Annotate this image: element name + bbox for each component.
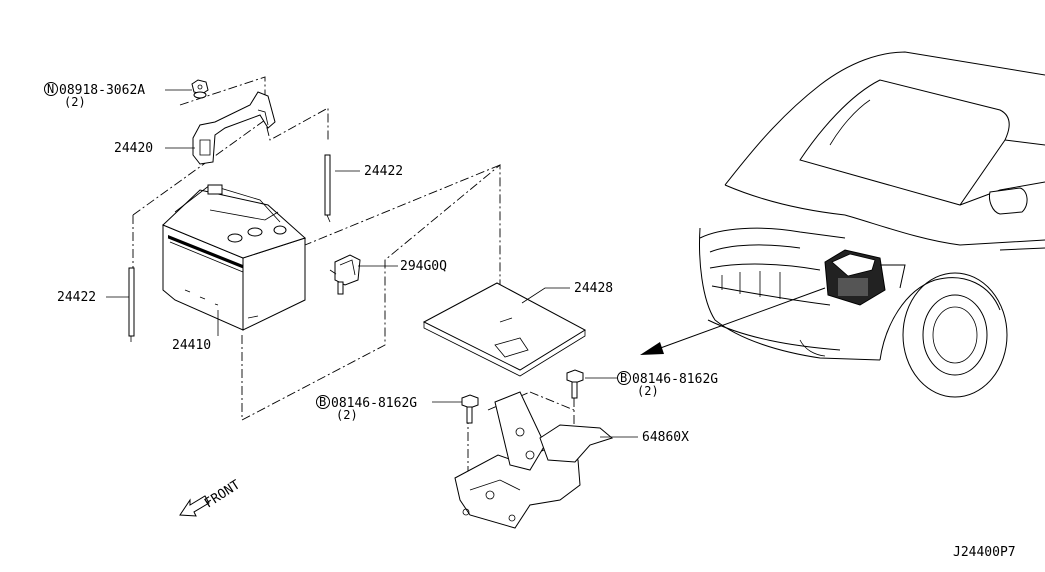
battery-mounting-bracket xyxy=(454,391,614,529)
flange-nut xyxy=(191,79,209,99)
label-bracket: 24420 xyxy=(114,141,153,156)
label-bolt-left-qty: (2) xyxy=(336,408,358,422)
bolt-left xyxy=(461,394,479,424)
n-prefix-circle xyxy=(44,82,58,96)
label-nut: 08918-3062A xyxy=(59,83,145,98)
label-mount-bracket: 64860X xyxy=(642,430,689,445)
label-bolt-right-qty: (2) xyxy=(637,384,659,398)
label-rod-lower: 24422 xyxy=(57,290,96,305)
hold-down-rod-lower xyxy=(128,267,135,342)
label-rod-upper: 24422 xyxy=(364,164,403,179)
part-labels: N 08918-3062A (2) 24420 24422 24422 294G… xyxy=(44,82,1016,560)
label-prefix-b-left: B xyxy=(319,395,326,409)
hold-down-rod-upper xyxy=(324,154,331,223)
label-battery: 24410 xyxy=(172,338,211,353)
leader-lines xyxy=(106,89,638,438)
battery-tray-cover xyxy=(422,282,587,377)
label-prefix-n: N xyxy=(47,82,54,96)
hold-down-bracket xyxy=(192,91,276,165)
label-prefix-b-right: B xyxy=(620,371,627,385)
b-prefix-circle-right xyxy=(617,371,631,385)
label-sensor: 294G0Q xyxy=(400,259,447,274)
label-bolt-right: 08146-8162G xyxy=(632,372,718,387)
bolt-right xyxy=(566,369,584,399)
diagram-code: J24400P7 xyxy=(953,545,1016,560)
vehicle-battery-location xyxy=(824,249,906,306)
label-bolt-left: 08146-8162G xyxy=(331,396,417,411)
b-prefix-circle-left xyxy=(316,395,330,409)
front-direction-indicator: FRONT xyxy=(179,477,243,517)
battery xyxy=(162,184,306,331)
vehicle-illustration xyxy=(640,51,1045,398)
battery-current-sensor xyxy=(329,254,361,295)
front-label: FRONT xyxy=(202,477,243,511)
location-arrow xyxy=(640,342,664,355)
assembly-lines xyxy=(132,76,575,510)
label-nut-qty: (2) xyxy=(64,95,86,109)
label-tray-cover: 24428 xyxy=(574,281,613,296)
